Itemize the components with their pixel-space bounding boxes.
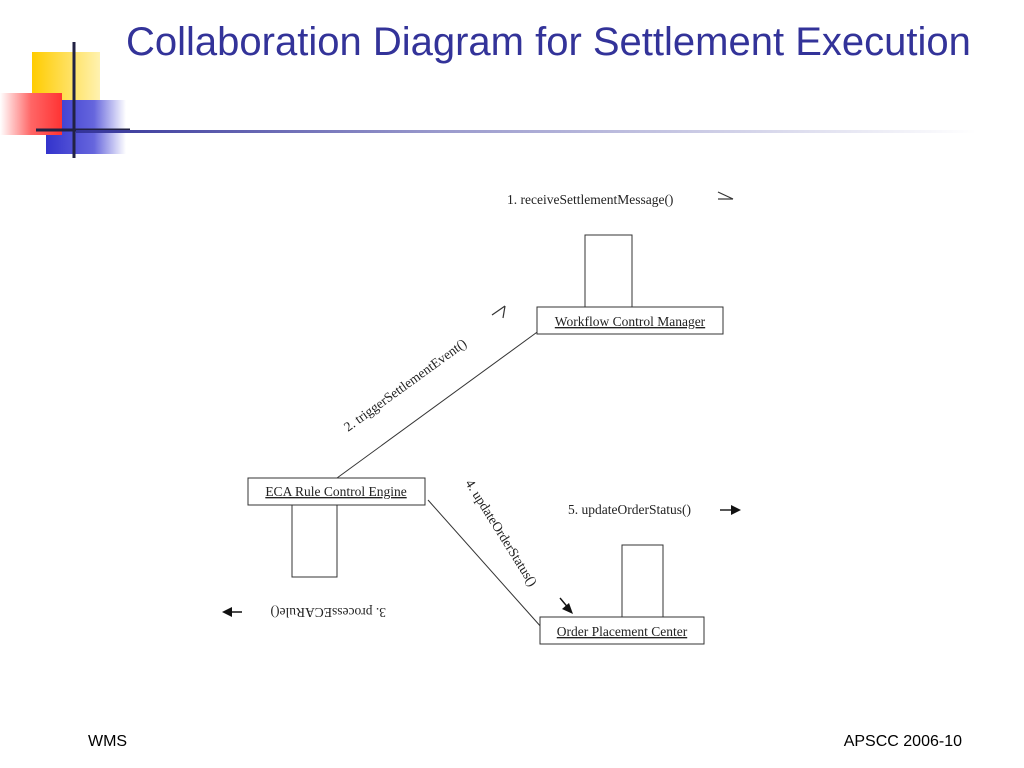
workflow-activation-box [584, 234, 633, 308]
message-5-arrow-icon [720, 505, 741, 515]
message-1-label: 1. receiveSettlementMessage() [507, 192, 673, 207]
slide-title: Collaboration Diagram for Settlement Exe… [126, 20, 971, 64]
collaboration-diagram: Workflow Control Manager ECA Rule Contro… [222, 191, 741, 645]
order-object-label: Order Placement Center [557, 624, 688, 639]
link-eca-workflow [336, 329, 541, 479]
order-object-box [539, 616, 705, 645]
workflow-object-box [536, 306, 724, 335]
decorative-corner-graphic [0, 42, 130, 158]
message-2-arrow-icon [491, 305, 506, 319]
footer-left-text: WMS [88, 733, 128, 750]
order-activation-box [621, 544, 664, 618]
eca-object-label: ECA Rule Control Engine [265, 484, 406, 499]
title-underline [76, 130, 976, 133]
message-3-label: 3. processECARule() [271, 605, 386, 620]
workflow-object-label: Workflow Control Manager [555, 314, 706, 329]
message-4-arrow-icon [559, 597, 573, 614]
message-5-label: 5. updateOrderStatus() [568, 502, 691, 517]
footer-right-text: APSCC 2006-10 [843, 733, 962, 750]
link-eca-order [427, 499, 543, 629]
message-4-label: 4. updateOrderStatus() [462, 477, 540, 589]
message-1-arrow-icon [717, 191, 734, 200]
message-3-arrow-icon [222, 607, 242, 617]
eca-activation-box [291, 504, 338, 578]
message-2-label: 2. triggerSettlementEvent() [341, 335, 469, 434]
